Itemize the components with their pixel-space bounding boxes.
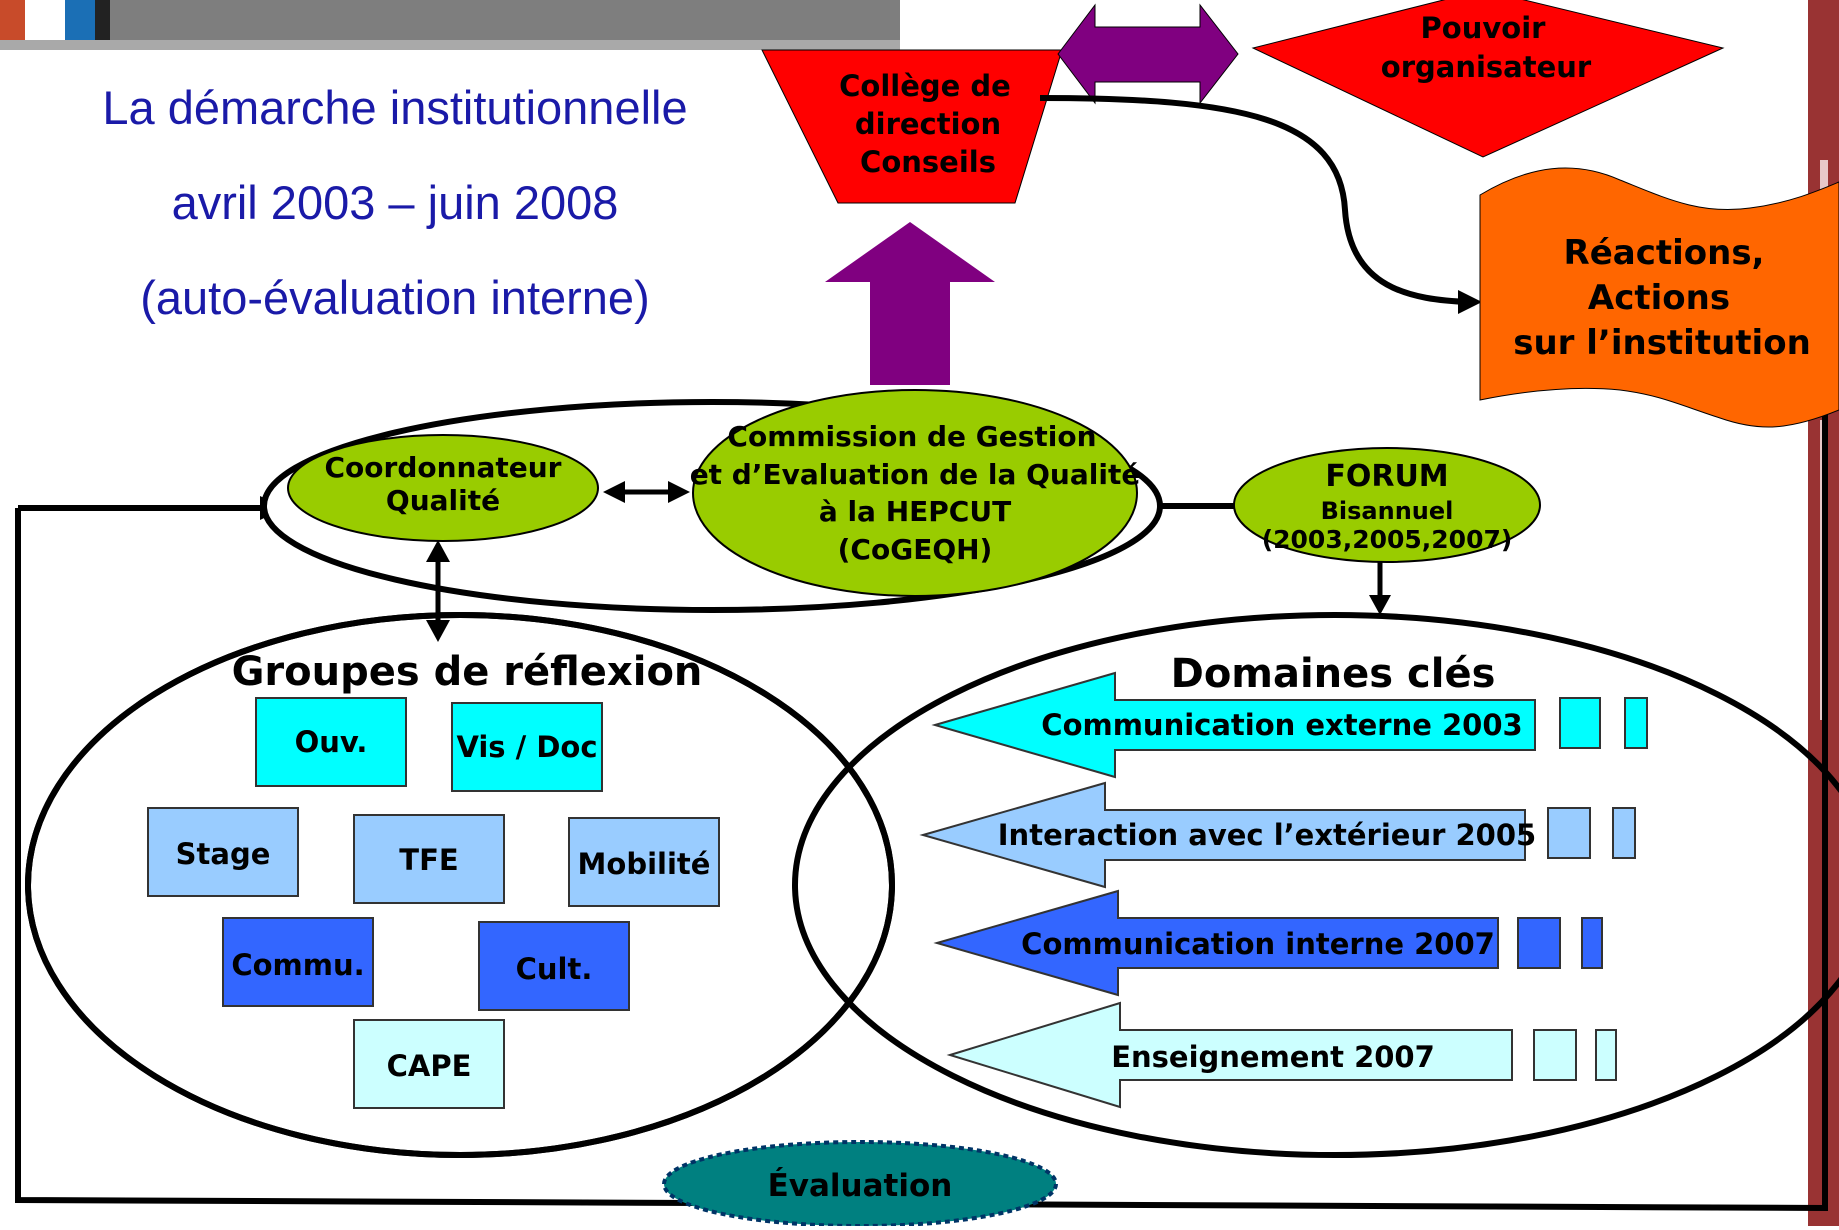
domain-arrow-4-label: Enseignement 2007	[1111, 1040, 1435, 1074]
group-box-tfe-label: TFE	[399, 843, 458, 877]
commission-line-2: et d’Evaluation de la Qualité	[690, 458, 1141, 491]
purple-up-arrow	[825, 222, 995, 385]
domaines-ellipse	[792, 612, 1839, 1158]
domain-arrow-2-label: Interaction avec l’extérieur 2005	[998, 818, 1536, 852]
coordonnateur-line-2: Qualité	[386, 484, 500, 517]
group-box-vis-doc-label: Vis / Doc	[456, 730, 597, 764]
forum-line-1: FORUM	[1325, 459, 1448, 494]
page-title: La démarche institutionnelle avril 2003 …	[102, 81, 687, 324]
pouvoir-diamond	[1251, 0, 1725, 158]
group-box-commu-label: Commu.	[231, 948, 364, 982]
group-box-cult-label: Cult.	[516, 952, 593, 986]
domain-arrow-communication-interne: Communication interne 2007	[933, 889, 1603, 997]
reactions-arrowhead	[1458, 290, 1482, 314]
forum-ellipse	[1233, 447, 1541, 563]
group-box-mobilite: Mobilité	[568, 817, 720, 907]
header-photo-band	[0, 0, 900, 50]
evaluation-ellipse	[662, 1140, 1058, 1228]
reactions-banner	[1479, 167, 1839, 428]
pouvoir-line-2: organisateur	[1381, 50, 1592, 84]
domain-arrow-3-label: Communication interne 2007	[1021, 927, 1495, 961]
pouvoir-line-1: Pouvoir	[1421, 11, 1547, 45]
group-box-stage-label: Stage	[176, 837, 271, 871]
group-box-mobilite-label: Mobilité	[578, 847, 711, 881]
evaluation-label: Évaluation	[768, 1168, 953, 1204]
coordonnateur-ellipse	[287, 434, 599, 542]
group-box-cape: CAPE	[353, 1019, 505, 1109]
college-line-3: Conseils	[860, 145, 996, 179]
title-line-2: avril 2003 – juin 2008	[172, 176, 619, 229]
group-box-cape-label: CAPE	[387, 1049, 472, 1083]
reactions-line-1: Réactions,	[1564, 233, 1765, 273]
title-line-3: (auto-évaluation interne)	[140, 271, 649, 324]
commission-ellipse	[692, 389, 1138, 597]
groupes-title: Groupes de réflexion	[232, 649, 703, 695]
title-line-1: La démarche institutionnelle	[102, 81, 687, 134]
domain-arrow-1-label: Communication externe 2003	[1041, 708, 1522, 742]
domain-arrow-communication-externe: Communication externe 2003	[931, 671, 1648, 779]
group-box-tfe: TFE	[353, 814, 505, 904]
group-box-stage: Stage	[147, 807, 299, 897]
forum-line-2: Bisannuel	[1321, 497, 1454, 525]
forum-line-3: (2003,2005,2007)	[1262, 525, 1513, 554]
coordonnateur-line-1: Coordonnateur	[325, 451, 562, 484]
domain-arrow-interaction-exterieur: Interaction avec l’extérieur 2005	[919, 781, 1636, 889]
forum-down-arrow	[1369, 562, 1391, 615]
double-arrow-coord-commission	[603, 481, 690, 503]
groupes-ellipse-outline	[25, 612, 895, 1158]
reactions-line-3: sur l’institution	[1513, 323, 1811, 363]
curved-connector-college-reactions	[1039, 95, 1471, 305]
group-box-ouv-label: Ouv.	[295, 725, 368, 759]
college-line-1: Collège de	[839, 69, 1011, 103]
college-line-2: direction	[855, 107, 1001, 141]
commission-line-4: (CoGEQH)	[838, 533, 993, 566]
group-box-vis-doc: Vis / Doc	[451, 702, 603, 792]
commission-line-3: à la HEPCUT	[819, 495, 1011, 528]
purple-double-arrow	[1057, 3, 1239, 105]
domain-arrow-enseignement: Enseignement 2007	[946, 1001, 1617, 1109]
college-trapezoid	[761, 49, 1063, 204]
commission-line-1: Commission de Gestion	[727, 420, 1096, 453]
group-box-commu: Commu.	[222, 917, 374, 1007]
reactions-line-2: Actions	[1588, 278, 1730, 318]
double-arrow-coord-groupes	[426, 540, 450, 642]
domaines-title: Domaines clés	[1171, 651, 1496, 697]
group-box-cult: Cult.	[478, 921, 630, 1011]
group-box-ouv: Ouv.	[255, 697, 407, 787]
